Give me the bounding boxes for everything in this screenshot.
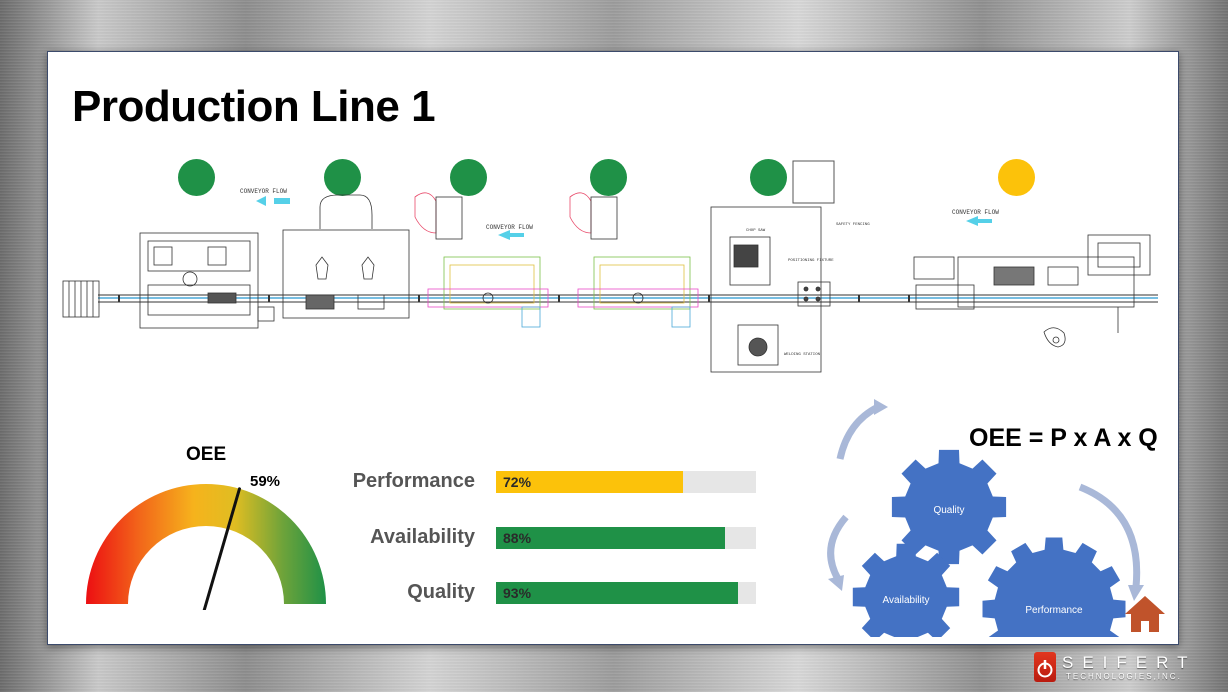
drawing-empty-box: [792, 160, 835, 204]
gear-quality-label: Quality: [933, 505, 964, 516]
gear-performance: [982, 537, 1126, 637]
drawing-label-conveyor-flow-1: CONVEYOR FLOW: [240, 188, 287, 195]
cycle-arrow-left-head: [828, 575, 844, 591]
metric-bar-performance: 72%: [496, 471, 756, 493]
status-light-station-1[interactable]: [178, 159, 215, 196]
oee-gauge: [86, 484, 326, 610]
drawing-flow-arrow-1: [256, 198, 290, 204]
status-light-station-6[interactable]: [998, 159, 1035, 196]
drawing-flow-arrow-3: [966, 216, 978, 226]
drawing-label-conveyor-flow-3: CONVEYOR FLOW: [952, 209, 999, 216]
metric-bar-quality: 93%: [496, 582, 756, 604]
seifert-logo-name: SEIFERT: [1062, 653, 1197, 672]
gear-quality: [891, 449, 1007, 565]
metric-bar-fill-performance: [496, 471, 684, 493]
cycle-arrow-right: [1078, 483, 1141, 588]
metric-label-performance: Performance: [352, 470, 475, 492]
gear-performance-label: Performance: [1025, 605, 1083, 616]
gear-performance-shape: [982, 537, 1126, 637]
home-icon[interactable]: [1124, 594, 1166, 634]
metric-bar-fill-availability: [496, 527, 725, 549]
status-light-station-3[interactable]: [450, 159, 487, 196]
status-light-station-2[interactable]: [324, 159, 361, 196]
drawing-label-chop-saw: CHOP SAW: [746, 229, 766, 233]
cycle-arrow-left: [827, 514, 849, 581]
drawing-station-4-cell: [569, 192, 699, 328]
gear-quality-shape: [891, 449, 1007, 565]
production-line-panel: Production Line 1 CONVEYOR F: [47, 51, 1179, 645]
drawing-station-1-machine: [139, 232, 275, 329]
cycle-arrow-top-head: [874, 399, 888, 415]
drawing-station-3-cell: [414, 192, 549, 328]
seifert-logo: SEIFERT TECHNOLOGIES,INC.: [1034, 650, 1212, 684]
seifert-logo-icon: [1034, 652, 1056, 682]
drawing-label-safety-fencing: SAFETY FENCING: [836, 223, 870, 227]
drawing-conveyor-rollers: [118, 295, 910, 302]
oee-gauge-value: 59%: [250, 473, 281, 490]
oee-gauge-needle: [202, 487, 241, 610]
drawing-label-positioning-fixture: POSITIONING FIXTURE: [788, 259, 834, 263]
metric-bar-availability: 88%: [496, 527, 756, 549]
page-title: Production Line 1: [72, 82, 436, 131]
metric-bar-fill-quality: [496, 582, 738, 604]
drawing-pallet-stack: [62, 280, 100, 318]
metric-label-quality: Quality: [407, 581, 475, 603]
oee-gauge-label: OEE: [186, 444, 227, 465]
metric-value-quality: 93%: [503, 585, 532, 601]
cycle-arrow-right-head: [1128, 585, 1144, 601]
production-line-layout-drawing: CONVEYOR FLOW CONVEYOR FLOW: [62, 160, 1158, 373]
oee-formula: OEE = P x A x Q: [969, 424, 1158, 452]
metric-label-availability: Availability: [370, 526, 475, 548]
cycle-arrow-top: [836, 403, 880, 460]
drawing-flow-arrow-2: [498, 230, 510, 240]
drawing-label-welding-station: WELDING STATION: [784, 353, 821, 357]
drawing-label-conveyor-flow-2: CONVEYOR FLOW: [486, 224, 533, 231]
drawing-station-6-line: [913, 234, 1151, 348]
oee-gears-diagram: Quality Availability Performance: [827, 399, 1144, 637]
oee-gauge-arc: [86, 484, 326, 604]
status-light-station-5[interactable]: [750, 159, 787, 196]
drawing-station-5-welding-cell: [710, 206, 831, 373]
metric-value-performance: 72%: [503, 474, 532, 490]
drawing-station-2-enclosure: [282, 194, 410, 319]
status-light-station-4[interactable]: [590, 159, 627, 196]
seifert-logo-sub: TECHNOLOGIES,INC.: [1066, 672, 1182, 681]
gear-availability-shape: [852, 543, 960, 637]
gear-availability-label: Availability: [882, 595, 929, 606]
gear-availability: [852, 543, 960, 637]
metric-value-availability: 88%: [503, 530, 532, 546]
